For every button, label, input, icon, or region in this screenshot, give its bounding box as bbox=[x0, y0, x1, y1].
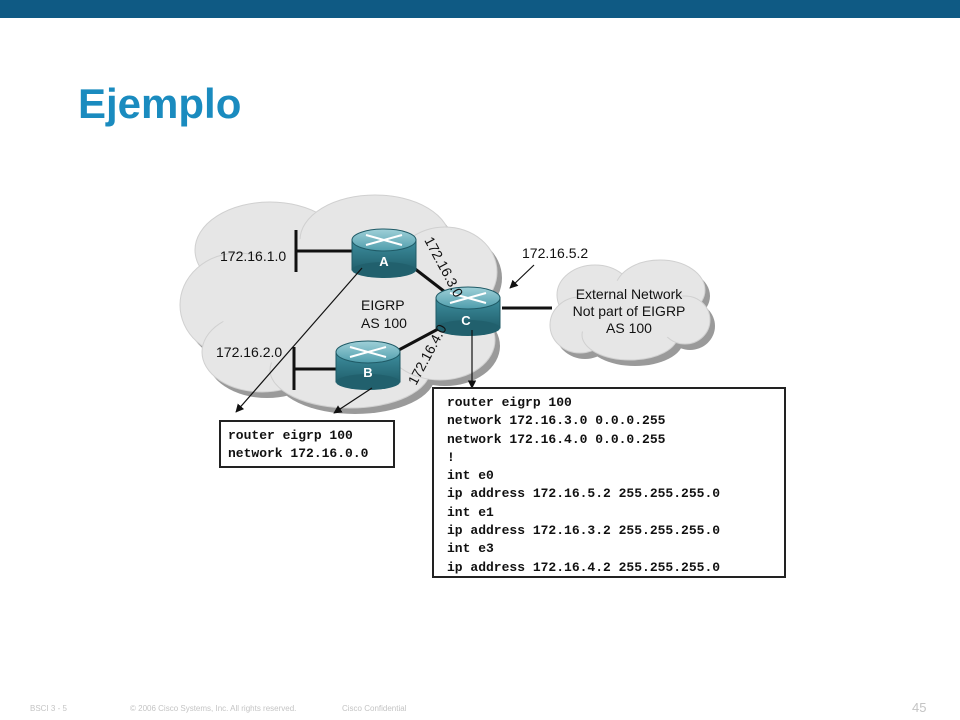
arrow-b-to-config bbox=[333, 387, 373, 414]
config-line: int e1 bbox=[447, 504, 494, 520]
top-banner bbox=[0, 0, 960, 18]
external-label-line3: AS 100 bbox=[606, 320, 652, 336]
arrow-a-to-config bbox=[235, 267, 363, 413]
external-network-cloud bbox=[549, 259, 715, 366]
router-a-icon: A bbox=[351, 228, 417, 278]
footer-course: BSCI 3 - 5 bbox=[30, 704, 67, 713]
config-box-a-b: router eigrp 100 network 172.16.0.0 bbox=[219, 420, 395, 468]
external-label-line1: External Network bbox=[576, 286, 684, 302]
label-ext-address: 172.16.5.2 bbox=[522, 245, 588, 261]
slide-title: Ejemplo bbox=[78, 80, 242, 127]
config-line: ip address 172.16.3.2 255.255.255.0 bbox=[447, 523, 721, 539]
config-line: ! bbox=[447, 449, 455, 465]
config-line: network 172.16.4.0 0.0.0.255 bbox=[447, 431, 666, 447]
eigrp-label-line2: AS 100 bbox=[361, 315, 407, 331]
config-line: ip address 172.16.5.2 255.255.255.0 bbox=[447, 486, 721, 502]
eigrp-label-line1: EIGRP bbox=[361, 297, 405, 313]
page-number: 45 bbox=[912, 700, 927, 715]
config-line: network 172.16.3.0 0.0.0.255 bbox=[447, 413, 666, 429]
config-line: router eigrp 100 bbox=[228, 428, 353, 443]
router-c-label: C bbox=[461, 313, 471, 328]
label-net-172-16-1-0: 172.16.1.0 bbox=[220, 248, 286, 264]
config-line: ip address 172.16.4.2 255.255.255.0 bbox=[447, 559, 721, 575]
arrow-ext-address bbox=[509, 264, 535, 289]
config-box-c: router eigrp 100 network 172.16.3.0 0.0.… bbox=[432, 387, 786, 578]
config-line: int e3 bbox=[447, 541, 494, 557]
router-b-label: B bbox=[363, 365, 372, 380]
config-line: network 172.16.0.0 bbox=[228, 446, 369, 462]
footer-copyright: © 2006 Cisco Systems, Inc. All rights re… bbox=[130, 704, 297, 713]
config-line: int e0 bbox=[447, 468, 494, 484]
label-net-172-16-2-0: 172.16.2.0 bbox=[216, 344, 282, 360]
router-a-label: A bbox=[379, 254, 389, 269]
router-c-icon: C bbox=[435, 286, 501, 336]
link-b-c bbox=[394, 326, 441, 354]
external-label-line2: Not part of EIGRP bbox=[573, 303, 686, 319]
footer-confidential: Cisco Confidential bbox=[342, 704, 407, 713]
router-b-icon: B bbox=[335, 340, 401, 390]
config-line: router eigrp 100 bbox=[447, 395, 572, 410]
